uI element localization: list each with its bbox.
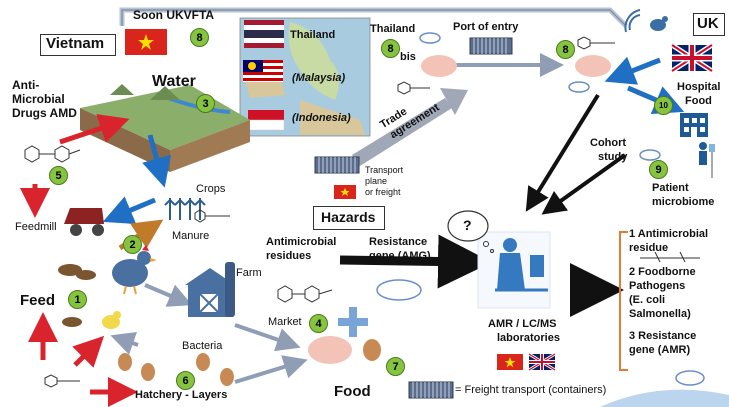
flag-indonesia-icon <box>247 110 285 131</box>
transport-label-3: or freight <box>365 187 401 197</box>
flag-malaysia-icon <box>243 60 283 82</box>
flag-thailand-icon <box>244 20 284 48</box>
hazards-label: Hazards <box>321 209 376 225</box>
hazard-list-1: 1 Antimicrobial <box>629 228 709 240</box>
watermark-swirl <box>600 389 729 407</box>
antimicrobial-residues-label-1: Antimicrobial <box>266 236 337 248</box>
crops-icon <box>164 198 206 220</box>
bird-logo-icon <box>624 9 668 33</box>
plasmid-icon <box>376 32 705 386</box>
farm-label: Farm <box>236 267 262 279</box>
badge-7: 7 <box>386 357 405 376</box>
chicken-icon <box>112 245 157 295</box>
vietnam-label: Vietnam <box>46 35 105 52</box>
scientist-icon <box>477 231 551 309</box>
hospital-food-label-1: Hospital <box>677 81 721 93</box>
bis-label: bis <box>400 51 416 63</box>
uk-label: UK <box>697 15 719 32</box>
badge-9: 9 <box>649 160 668 179</box>
hospital-icon <box>680 113 708 137</box>
patient-iv-icon <box>699 142 715 178</box>
chick-icon <box>102 311 121 329</box>
crops-label: Crops <box>196 183 226 195</box>
hazard-list-3: 2 Foodborne <box>629 266 696 278</box>
container-icon <box>469 37 513 55</box>
hatchery-label: Hatchery - Layers <box>135 389 228 401</box>
hazard-list-4: Pathogens <box>629 280 686 292</box>
hazard-list-8: gene (AMR) <box>629 344 691 356</box>
malaysia-label: (Malaysia) <box>292 72 346 84</box>
uk-box <box>693 13 725 36</box>
badge-6: 6 <box>176 371 195 390</box>
anti-microbial-label-2: Microbial <box>12 92 65 106</box>
cohort-study-label-1: Cohort <box>590 137 627 149</box>
hazard-list-bracket <box>619 231 628 371</box>
hazard-list-6: Salmonella) <box>629 308 691 320</box>
chemical-structure-icon <box>24 36 700 388</box>
feed-label: Feed <box>20 292 56 309</box>
badge-10: 10 <box>654 96 673 115</box>
freight-legend-label: = Freight transport (containers) <box>455 384 607 396</box>
soon-ukvfta-label: Soon UKVFTA <box>133 8 215 22</box>
badge-8c: 8 <box>556 40 575 59</box>
port-of-entry-label: Port of entry <box>453 21 519 33</box>
bacteria-label: Bacteria <box>182 340 223 352</box>
thailand-map-label: Thailand <box>290 29 336 41</box>
badge-1: 1 <box>68 290 87 309</box>
amr-labs-label-2: laboratories <box>497 332 560 344</box>
flag-uk-icon <box>670 42 714 74</box>
badge-8b: 8 <box>381 39 400 58</box>
hospital-food-label-2: Food <box>685 95 712 107</box>
indonesia-label: (Indonesia) <box>292 112 351 124</box>
transport-label-2: plane <box>365 176 388 186</box>
amr-labs-label-1: AMR / LC/MS <box>488 318 557 330</box>
market-label: Market <box>268 316 302 328</box>
raw-chicken-icon <box>308 55 611 364</box>
barn-icon <box>185 262 235 317</box>
antimicrobial-residues-label-2: residues <box>266 250 312 262</box>
thought-bubble-icon <box>447 210 494 253</box>
patient-microbiome-label-1: Patient <box>652 182 689 194</box>
food-label: Food <box>334 383 371 400</box>
question-label: ? <box>463 217 472 233</box>
badge-8a: 8 <box>190 28 209 47</box>
hazard-list-7: 3 Resistance <box>629 330 697 342</box>
thailand-route-label: Thailand <box>370 23 416 35</box>
flag-vietnam-small-icon <box>334 185 356 199</box>
patient-microbiome-label-2: microbiome <box>652 196 715 208</box>
badge-5: 5 <box>49 166 68 185</box>
badge-2: 2 <box>123 235 142 254</box>
badge-4: 4 <box>309 314 328 333</box>
tractor-icon <box>64 208 104 236</box>
anti-microbial-label-3: Drugs AMD <box>12 106 77 120</box>
trade-agreement-arrow <box>352 88 468 166</box>
water-label: Water <box>152 73 196 90</box>
plus-icon <box>338 307 368 337</box>
flag-vietnam-icon <box>125 29 167 55</box>
badge-3: 3 <box>196 94 215 113</box>
feed-pellets-icon <box>58 264 96 327</box>
resistance-gene-label-2: gene (AMG) <box>369 250 431 262</box>
manure-label: Manure <box>172 230 210 242</box>
flag-uk-lab-icon <box>528 352 556 372</box>
anti-microbial-label-1: Anti- <box>12 78 40 92</box>
legend-container-icon <box>408 381 454 399</box>
egg-icon <box>118 339 381 386</box>
hazards-box <box>313 206 385 230</box>
resistance-gene-label-1: Resistance <box>369 236 428 248</box>
transport-container-icon <box>314 156 360 174</box>
hazard-list-5: (E. coli <box>629 294 666 306</box>
transport-label-1: Transport <box>365 165 404 175</box>
flag-vietnam-lab-icon <box>497 354 523 370</box>
feedmill-label: Feedmill <box>15 221 57 233</box>
cohort-study-label-2: study <box>598 151 628 163</box>
vietnam-box <box>40 34 116 56</box>
uk-route-arrow <box>119 7 628 28</box>
hazard-list-2: residue <box>629 242 669 254</box>
